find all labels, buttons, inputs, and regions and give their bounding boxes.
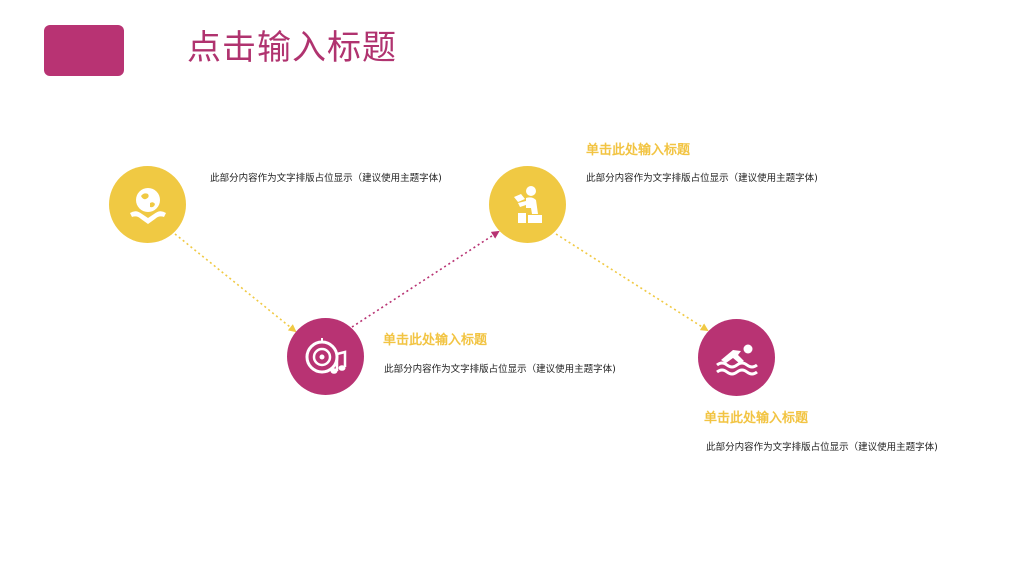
step-2-description: 此部分内容作为文字排版占位显示（建议使用主题字体) — [384, 364, 616, 375]
step-1-circle[interactable] — [109, 166, 186, 243]
step-3-circle[interactable] — [489, 166, 566, 243]
globe-hands-icon — [129, 187, 166, 224]
connector-1 — [174, 233, 297, 333]
title-accent-block — [44, 25, 124, 76]
swimmer-icon — [715, 344, 758, 375]
connector-3 — [555, 233, 709, 332]
step-1-description: 此部分内容作为文字排版占位显示（建议使用主题字体) — [210, 173, 442, 184]
step-2-circle[interactable] — [287, 318, 364, 395]
step-2-heading[interactable]: 单击此处输入标题 — [383, 333, 488, 348]
step-4-heading[interactable]: 单击此处输入标题 — [704, 411, 809, 426]
page-title[interactable]: 点击输入标题 — [187, 28, 397, 68]
connector-2 — [351, 230, 500, 328]
disc-music-icon — [305, 337, 346, 374]
reading-person-icon — [513, 185, 542, 223]
step-3-heading[interactable]: 单击此处输入标题 — [586, 143, 691, 158]
step-4-description: 此部分内容作为文字排版占位显示（建议使用主题字体) — [706, 442, 938, 453]
step-3-description: 此部分内容作为文字排版占位显示（建议使用主题字体) — [586, 173, 818, 184]
step-4-circle[interactable] — [698, 319, 775, 396]
